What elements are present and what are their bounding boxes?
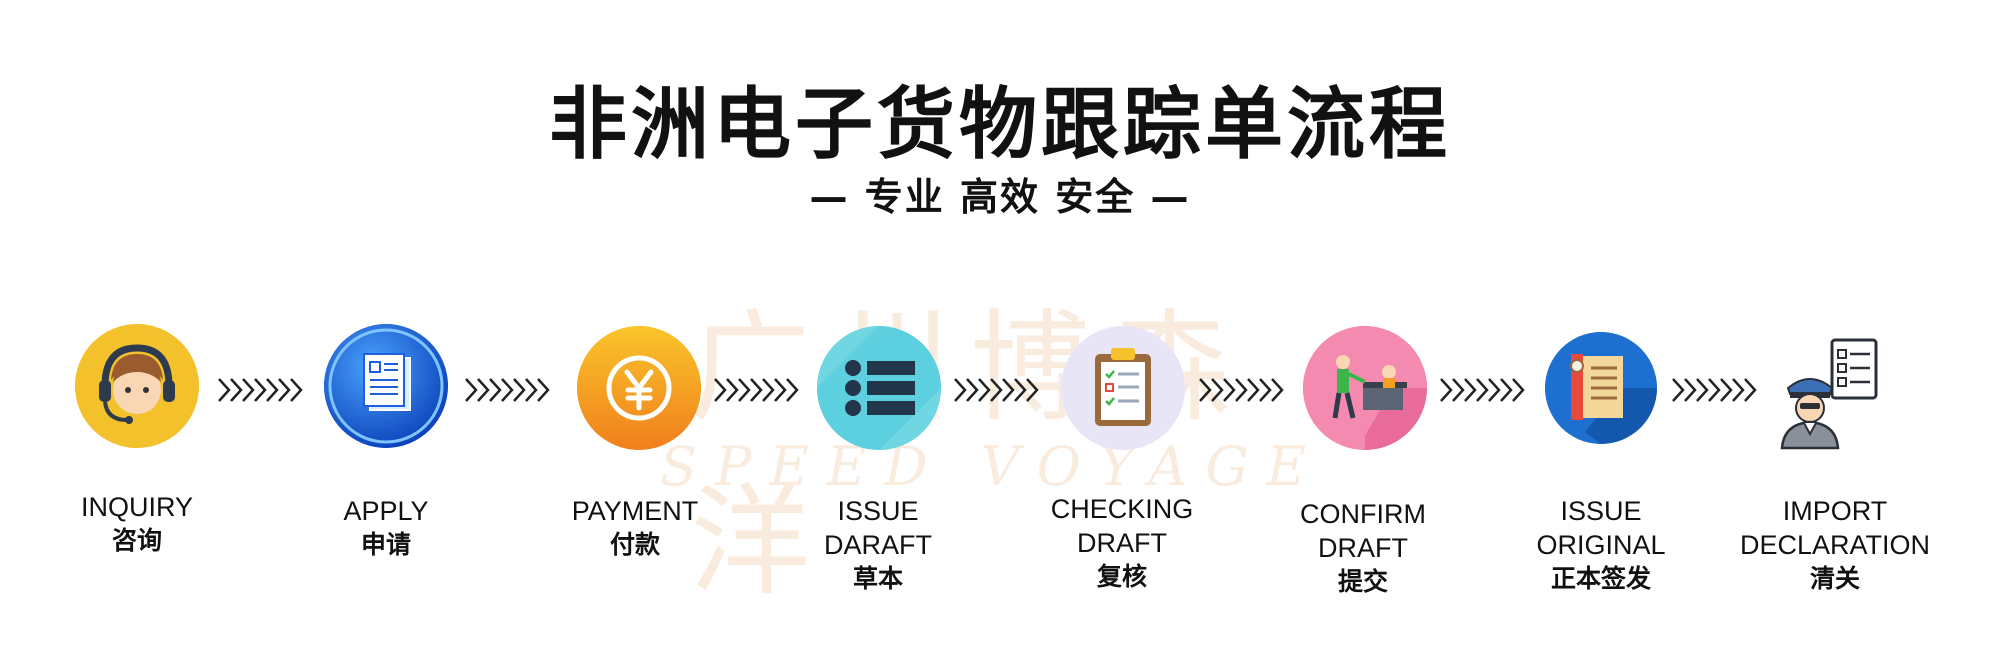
flow-arrow — [462, 375, 557, 405]
step-cn: 清关 — [1809, 564, 1860, 593]
flow-arrow — [1669, 375, 1764, 405]
step-en: PAYMENT — [571, 496, 699, 526]
yen-coin-icon — [577, 326, 701, 450]
clipboard-icon — [1061, 326, 1185, 450]
step-en: APPLY — [343, 496, 429, 526]
flow-arrow — [951, 375, 1046, 405]
book-icon — [1545, 332, 1657, 444]
step-en: ISSUE ORIGINAL — [1536, 496, 1666, 560]
flow-arrow — [1196, 375, 1291, 405]
step-cn: 咨询 — [111, 526, 162, 555]
customer-service-icon — [75, 324, 199, 448]
step-issue-original-label: ISSUE ORIGINAL 正本签发 — [1491, 494, 1711, 596]
step-cn: 草本 — [852, 564, 903, 593]
list-icon — [817, 326, 941, 450]
step-cn: 申请 — [360, 530, 411, 559]
step-en: IMPORT DECLARATION — [1739, 496, 1931, 560]
step-en: CONFIRM DRAFT — [1300, 499, 1426, 563]
step-confirm-draft-label: CONFIRM DRAFT 提交 — [1253, 497, 1473, 599]
step-payment-label: PAYMENT 付款 — [525, 494, 745, 562]
step-en: INQUIRY — [80, 492, 194, 522]
step-inquiry-label: INQUIRY 咨询 — [27, 490, 247, 558]
office-desk-icon — [1303, 326, 1427, 450]
step-checking-draft-label: CHECKING DRAFT 复核 — [1012, 492, 1232, 594]
flow-arrow — [1437, 375, 1532, 405]
page-subtitle: — 专业 高效 安全 — — [809, 175, 1191, 219]
step-cn: 正本签发 — [1550, 564, 1651, 593]
watermark-english: SPEED VOYAGE — [660, 435, 1324, 498]
document-icon — [324, 324, 448, 448]
step-import-declaration-label: IMPORT DECLARATION 清关 — [1725, 494, 1945, 596]
page-title: 非洲电子货物跟踪单流程 — [548, 80, 1451, 170]
step-issue-draft-label: ISSUE DARAFT 草本 — [768, 494, 988, 596]
step-cn: 复核 — [1096, 562, 1147, 591]
customs-officer-icon — [1770, 330, 1900, 460]
flow-arrow — [711, 375, 806, 405]
step-en: ISSUE DARAFT — [824, 496, 932, 560]
step-cn: 提交 — [1337, 567, 1388, 596]
step-cn: 付款 — [609, 530, 660, 559]
flow-arrow — [215, 375, 310, 405]
step-apply-label: APPLY 申请 — [276, 494, 496, 562]
step-en: CHECKING DRAFT — [1050, 494, 1194, 558]
